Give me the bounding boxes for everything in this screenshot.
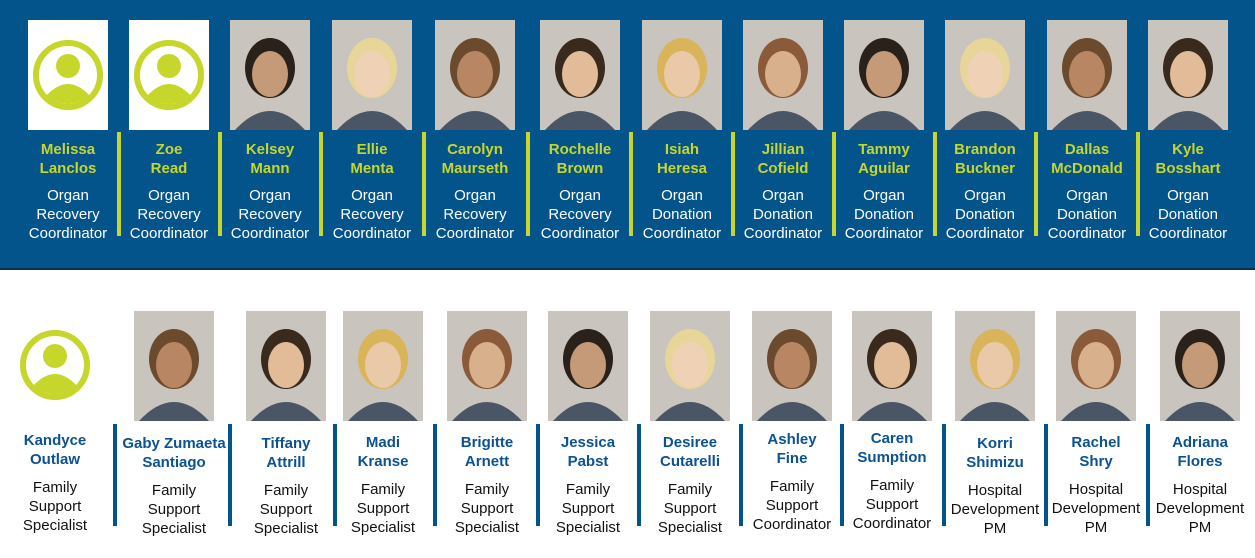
column-divider [637, 424, 641, 526]
column-divider [526, 132, 530, 236]
column-divider [832, 132, 836, 236]
column-divider [113, 424, 117, 526]
profile-photo [1056, 311, 1136, 421]
column-divider [933, 132, 937, 236]
profile-photo [955, 311, 1035, 421]
column-divider [731, 132, 735, 236]
profile-photo [548, 311, 628, 421]
column-divider [536, 424, 540, 526]
profile-photo [650, 311, 730, 421]
profile-photo [752, 311, 832, 421]
column-divider [1146, 424, 1150, 526]
profile-photo [844, 20, 924, 130]
profile-photo [1160, 311, 1240, 421]
profile-photo [134, 311, 214, 421]
avatar-placeholder-icon [15, 310, 95, 420]
profile-photo [230, 20, 310, 130]
column-divider [942, 424, 946, 526]
column-divider [739, 424, 743, 526]
avatar-placeholder-icon [28, 20, 108, 130]
profile-photo [642, 20, 722, 130]
column-divider [1044, 424, 1048, 526]
profile-photo [435, 20, 515, 130]
column-divider [629, 132, 633, 236]
column-divider [422, 132, 426, 236]
profile-photo [945, 20, 1025, 130]
profile-photo [447, 311, 527, 421]
top-team-band [0, 0, 1255, 270]
column-divider [228, 424, 232, 526]
profile-photo [343, 311, 423, 421]
column-divider [1034, 132, 1038, 236]
profile-photo [1047, 20, 1127, 130]
column-divider [333, 424, 337, 526]
profile-photo [246, 311, 326, 421]
profile-photo [332, 20, 412, 130]
column-divider [319, 132, 323, 236]
profile-photo [743, 20, 823, 130]
avatar-placeholder-icon [129, 20, 209, 130]
profile-photo [1148, 20, 1228, 130]
column-divider [433, 424, 437, 526]
column-divider [840, 424, 844, 526]
profile-photo [852, 311, 932, 421]
profile-photo [540, 20, 620, 130]
column-divider [117, 132, 121, 236]
column-divider [1136, 132, 1140, 236]
column-divider [218, 132, 222, 236]
